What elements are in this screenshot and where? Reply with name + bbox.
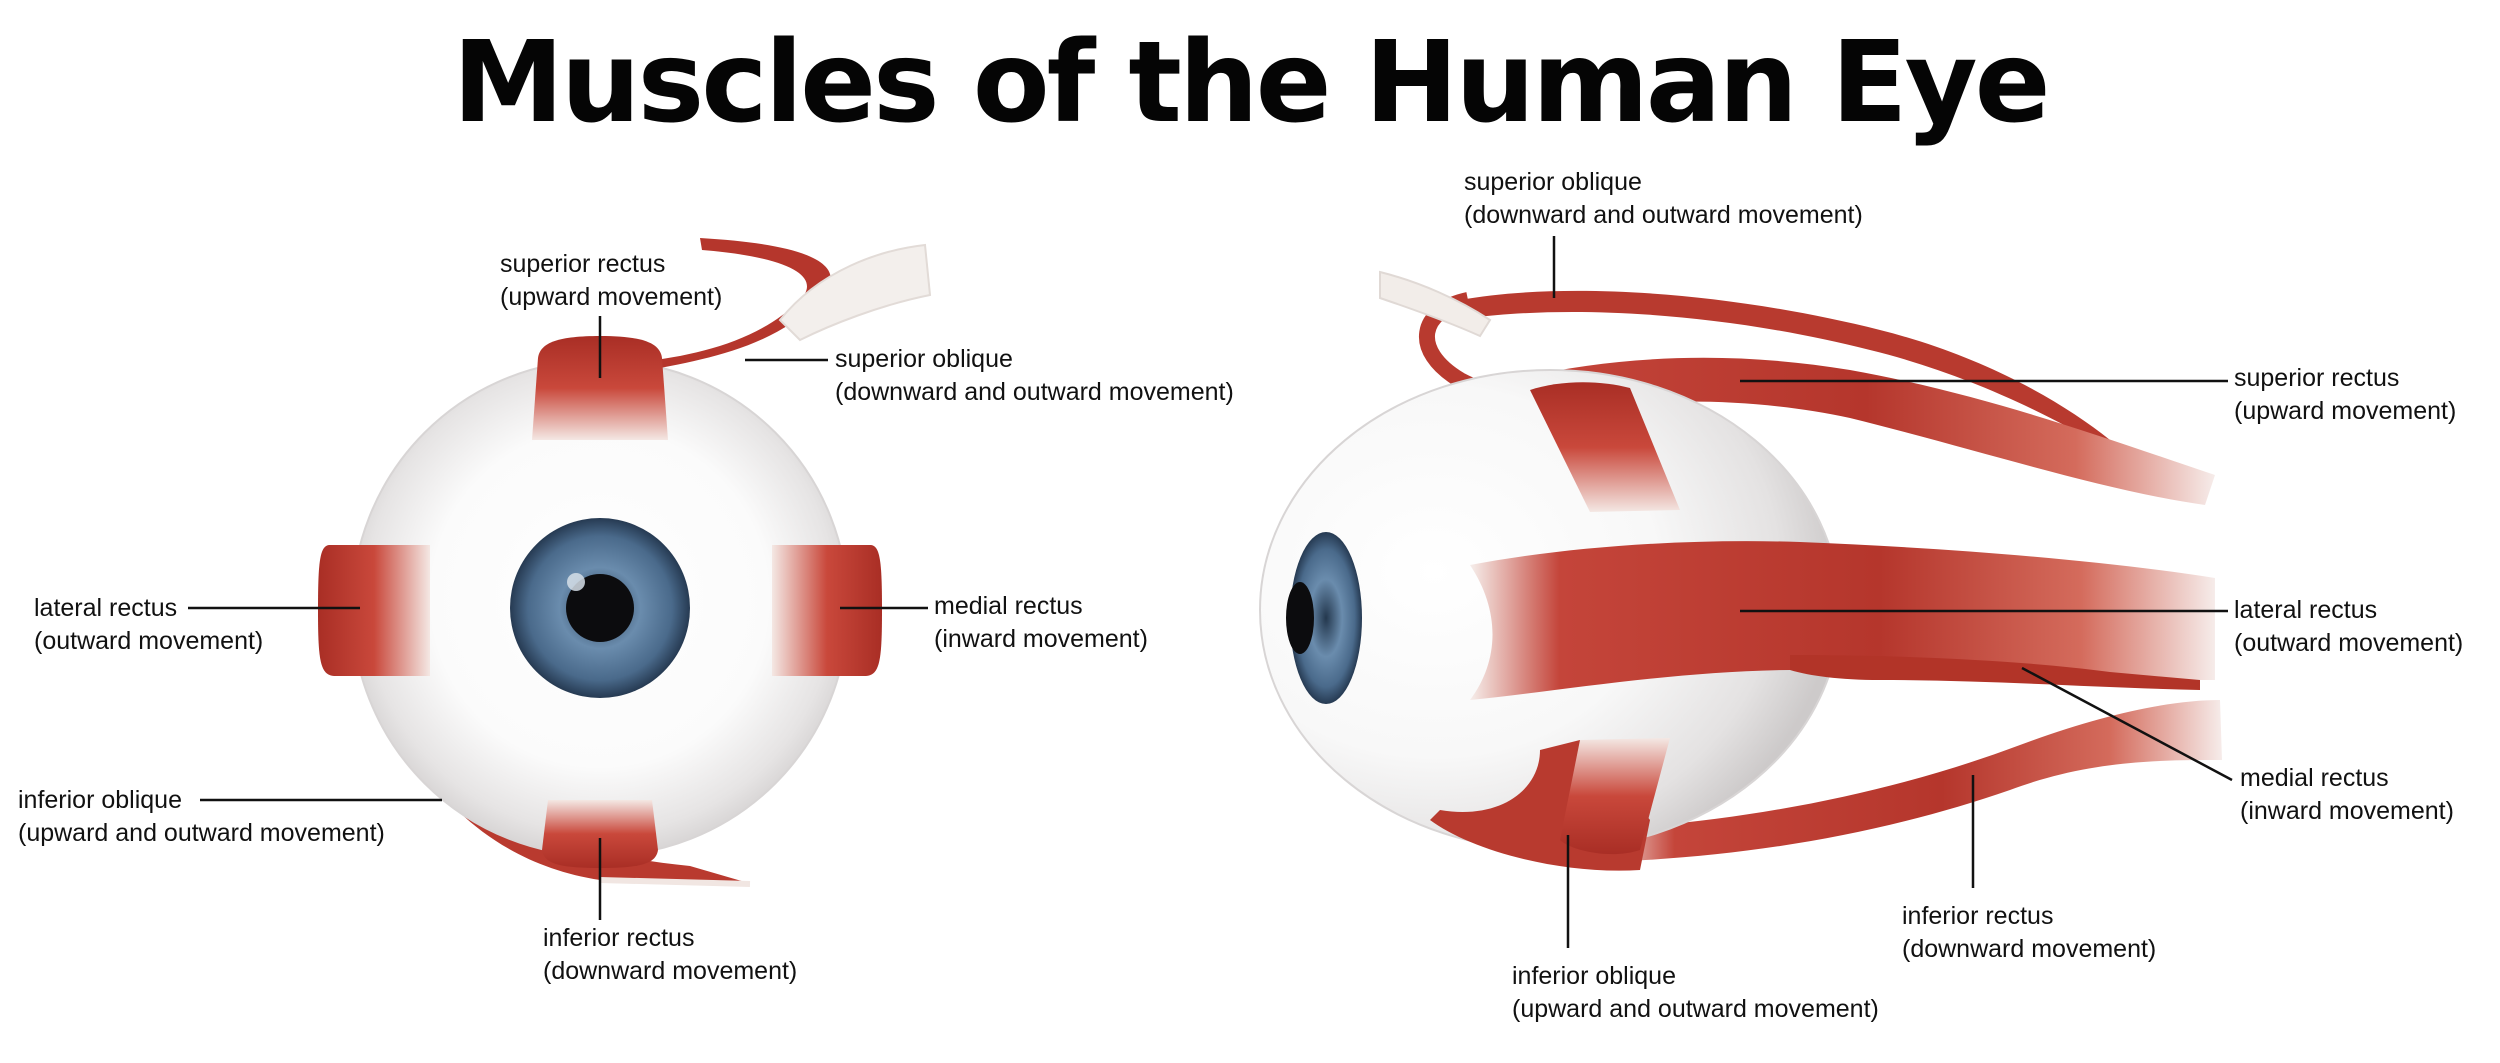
label-side-inferior-rectus: inferior rectus (downward movement)	[1902, 900, 2156, 966]
front-view-eye	[318, 238, 932, 887]
label-action: (outward movement)	[34, 627, 264, 655]
front-superior-rectus-muscle	[532, 336, 668, 440]
front-inferior-rectus-muscle	[542, 800, 658, 868]
side-superior-oblique-muscle	[1460, 290, 2110, 445]
label-action: (downward movement)	[1902, 935, 2157, 963]
label-action: (upward movement)	[2234, 397, 2457, 425]
label-side-superior-rectus: superior rectus (upward movement)	[2234, 362, 2456, 428]
side-view-eye	[1259, 270, 2222, 871]
side-inferior-rectus-muscle	[1600, 700, 2222, 862]
label-action: (upward and outward movement)	[18, 819, 385, 847]
leader-lines	[188, 236, 2233, 948]
label-name: superior rectus	[500, 250, 666, 278]
label-side-medial-rectus: medial rectus (inward movement)	[2240, 762, 2454, 828]
label-name: medial rectus	[934, 592, 1083, 620]
side-trochlea-tendon	[1379, 270, 1492, 338]
label-action: (inward movement)	[934, 625, 1148, 653]
label-name: inferior oblique	[18, 786, 182, 814]
label-action: (upward and outward movement)	[1512, 995, 1879, 1023]
label-name: superior oblique	[1464, 168, 1642, 196]
label-front-superior-rectus: superior rectus (upward movement)	[500, 248, 722, 314]
front-superior-oblique-muscle	[640, 238, 831, 372]
label-name: medial rectus	[2240, 764, 2389, 792]
side-pupil	[1286, 582, 1314, 654]
label-front-inferior-rectus: inferior rectus (downward movement)	[543, 922, 797, 988]
front-medial-rectus-muscle	[772, 545, 882, 676]
side-lateral-rectus-muscle	[1470, 541, 2215, 700]
label-side-superior-oblique: superior oblique (downward and outward m…	[1464, 166, 1863, 232]
label-action: (downward movement)	[543, 957, 798, 985]
label-name: inferior rectus	[1902, 902, 2054, 930]
label-front-lateral-rectus: lateral rectus (outward movement)	[34, 592, 263, 658]
label-name: superior rectus	[2234, 364, 2400, 392]
front-pupil	[566, 574, 634, 642]
front-lateral-rectus-muscle	[318, 545, 430, 676]
label-action: (upward movement)	[500, 283, 723, 311]
side-superior-rectus-insertion	[1530, 382, 1680, 512]
side-iris	[1290, 532, 1362, 704]
label-side-inferior-oblique: inferior oblique (upward and outward mov…	[1512, 960, 1879, 1026]
label-side-lateral-rectus: lateral rectus (outward movement)	[2234, 594, 2463, 660]
label-name: superior oblique	[835, 345, 1013, 373]
label-action: (downward and outward movement)	[1464, 201, 1863, 229]
label-front-superior-oblique: superior oblique (downward and outward m…	[835, 343, 1234, 409]
label-action: (downward and outward movement)	[835, 378, 1234, 406]
label-action: (inward movement)	[2240, 797, 2454, 825]
label-name: lateral rectus	[2234, 596, 2378, 624]
label-action: (outward movement)	[2234, 629, 2464, 657]
leader-side-medial-rectus	[2021, 666, 2233, 782]
side-medial-rectus-muscle	[1790, 655, 2200, 690]
label-name: inferior rectus	[543, 924, 695, 952]
label-name: lateral rectus	[34, 594, 178, 622]
label-name: inferior oblique	[1512, 962, 1676, 990]
front-trochlea-tendon	[778, 243, 932, 342]
label-front-medial-rectus: medial rectus (inward movement)	[934, 590, 1148, 656]
label-front-inferior-oblique: inferior oblique (upward and outward mov…	[18, 784, 385, 850]
side-inferior-rectus-insertion	[1560, 738, 1670, 855]
diagram-title: Muscles of the Human Eye	[452, 18, 2050, 148]
